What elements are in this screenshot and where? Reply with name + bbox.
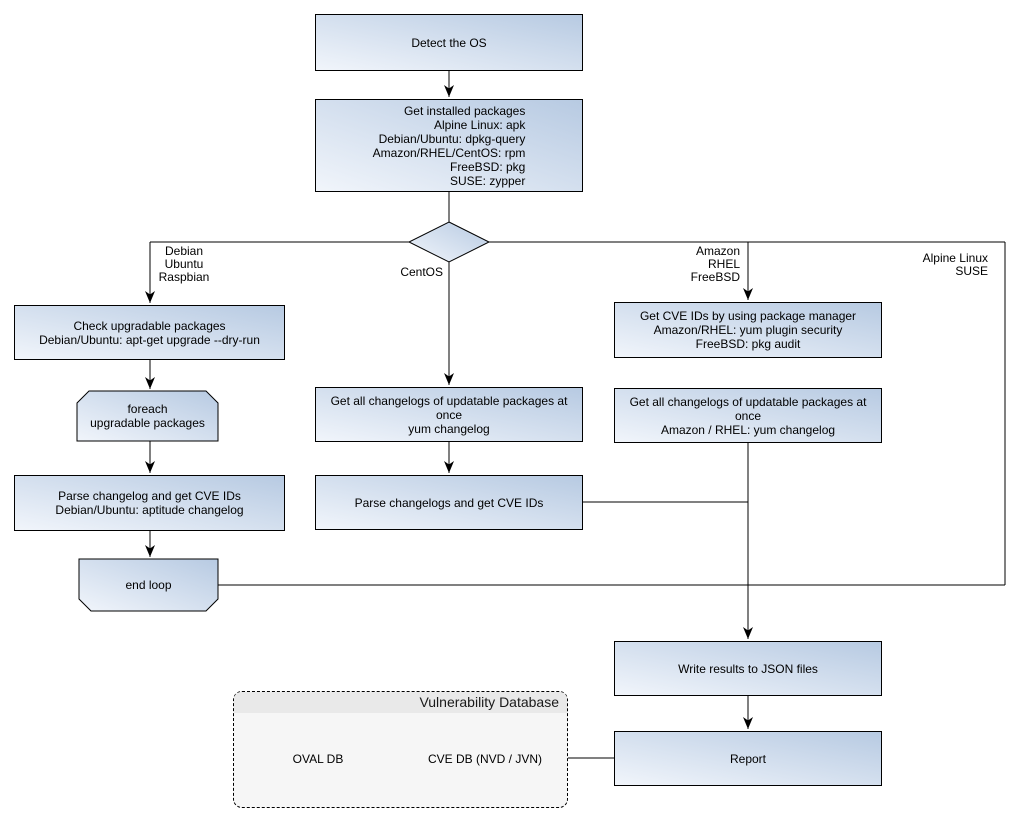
node-get-installed-packages: Get installed packages Alpine Linux: apk… (315, 99, 583, 192)
node-check-upgradable-label: Check upgradable packages Debian/Ubuntu:… (39, 318, 260, 347)
node-write-json-label: Write results to JSON files (678, 661, 818, 676)
node-get-changelogs-amazon-label: Get all changelogs of updatable packages… (629, 394, 867, 437)
node-detect-os: Detect the OS (315, 14, 583, 71)
oval-db-label: OVAL DB (292, 752, 344, 766)
vulnerability-database-title: Vulnerability Database (234, 692, 567, 713)
node-get-changelogs-yum: Get all changelogs of updatable packages… (315, 387, 583, 442)
node-check-upgradable: Check upgradable packages Debian/Ubuntu:… (14, 305, 285, 360)
end-loop-shape (78, 558, 219, 612)
node-write-json: Write results to JSON files (614, 641, 882, 696)
node-get-changelogs-yum-label: Get all changelogs of updatable packages… (330, 393, 568, 436)
node-report-label: Report (729, 751, 767, 766)
edge-label-centos-branch: CentOS (400, 265, 443, 279)
node-parse-changelog-deb-label: Parse changelog and get CVE IDs Debian/U… (55, 489, 244, 517)
node-get-cve-ids-pkg-mgr-label: Get CVE IDs by using package manager Ama… (639, 309, 857, 351)
vulnerability-database-panel: Vulnerability Database (233, 691, 568, 808)
node-parse-changelog-deb: Parse changelog and get CVE IDs Debian/U… (14, 475, 285, 531)
edge-label-debian-branch: Debian Ubuntu Raspbian (158, 244, 210, 284)
node-foreach-label: foreach upgradable packages (90, 402, 205, 430)
node-foreach: foreach upgradable packages (77, 391, 218, 441)
node-detect-os-label: Detect the OS (411, 35, 487, 50)
node-parse-changelogs-yum-label: Parse changelogs and get CVE IDs (354, 495, 544, 510)
node-get-installed-packages-label: Get installed packages Alpine Linux: apk… (372, 103, 526, 188)
node-end-loop: end loop (79, 559, 218, 611)
node-get-cve-ids-pkg-mgr: Get CVE IDs by using package manager Ama… (614, 302, 882, 358)
node-end-loop-label: end loop (125, 578, 172, 592)
decision-diamond (407, 221, 491, 263)
cve-db-label: CVE DB (NVD / JVN) (427, 752, 542, 766)
edge-label-alpine-branch: Alpine Linux SUSE (922, 251, 988, 278)
node-get-changelogs-amazon: Get all changelogs of updatable packages… (614, 388, 882, 443)
foreach-shape (76, 390, 219, 442)
node-parse-changelogs-yum: Parse changelogs and get CVE IDs (315, 475, 583, 530)
node-report: Report (614, 731, 882, 786)
edge-label-amazon-branch: Amazon RHEL FreeBSD (690, 244, 740, 284)
